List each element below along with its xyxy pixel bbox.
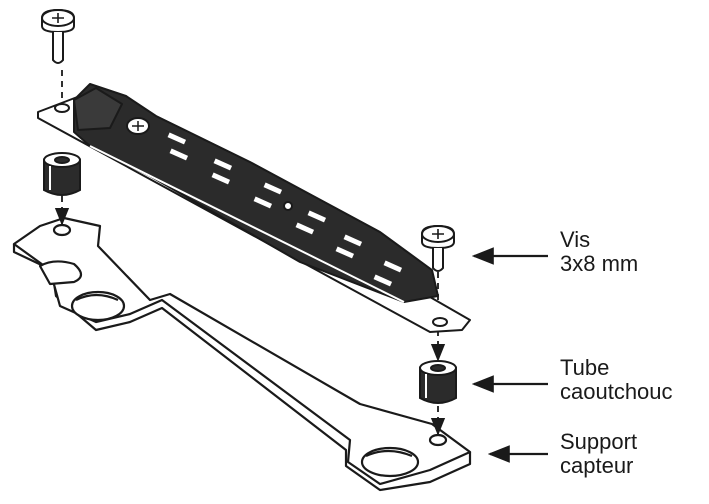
callout-screw-line2: 3x8 mm (560, 251, 639, 276)
sensor-bar-icon (37, 83, 471, 333)
callout-bracket-line2: capteur (560, 453, 634, 478)
alignment-lines (54, 70, 446, 436)
callout-tube-line1: Tube (560, 355, 610, 380)
phillips-screw-icon (41, 8, 75, 64)
rubber-tube-icon (43, 152, 81, 196)
arrow-icon (471, 247, 548, 463)
callout-bracket: Support capteur (560, 430, 637, 478)
rubber-tube-icon (419, 360, 457, 404)
callout-tube-line2: caoutchouc (560, 379, 673, 404)
callout-screw-line1: Vis (560, 227, 591, 252)
phillips-screw-icon (421, 224, 455, 272)
callout-bracket-line1: Support (560, 429, 638, 454)
callout-tube: Tube caoutchouc (560, 356, 673, 404)
callout-screw: Vis 3x8 mm (560, 228, 638, 276)
bracket-plate-icon (12, 216, 472, 492)
